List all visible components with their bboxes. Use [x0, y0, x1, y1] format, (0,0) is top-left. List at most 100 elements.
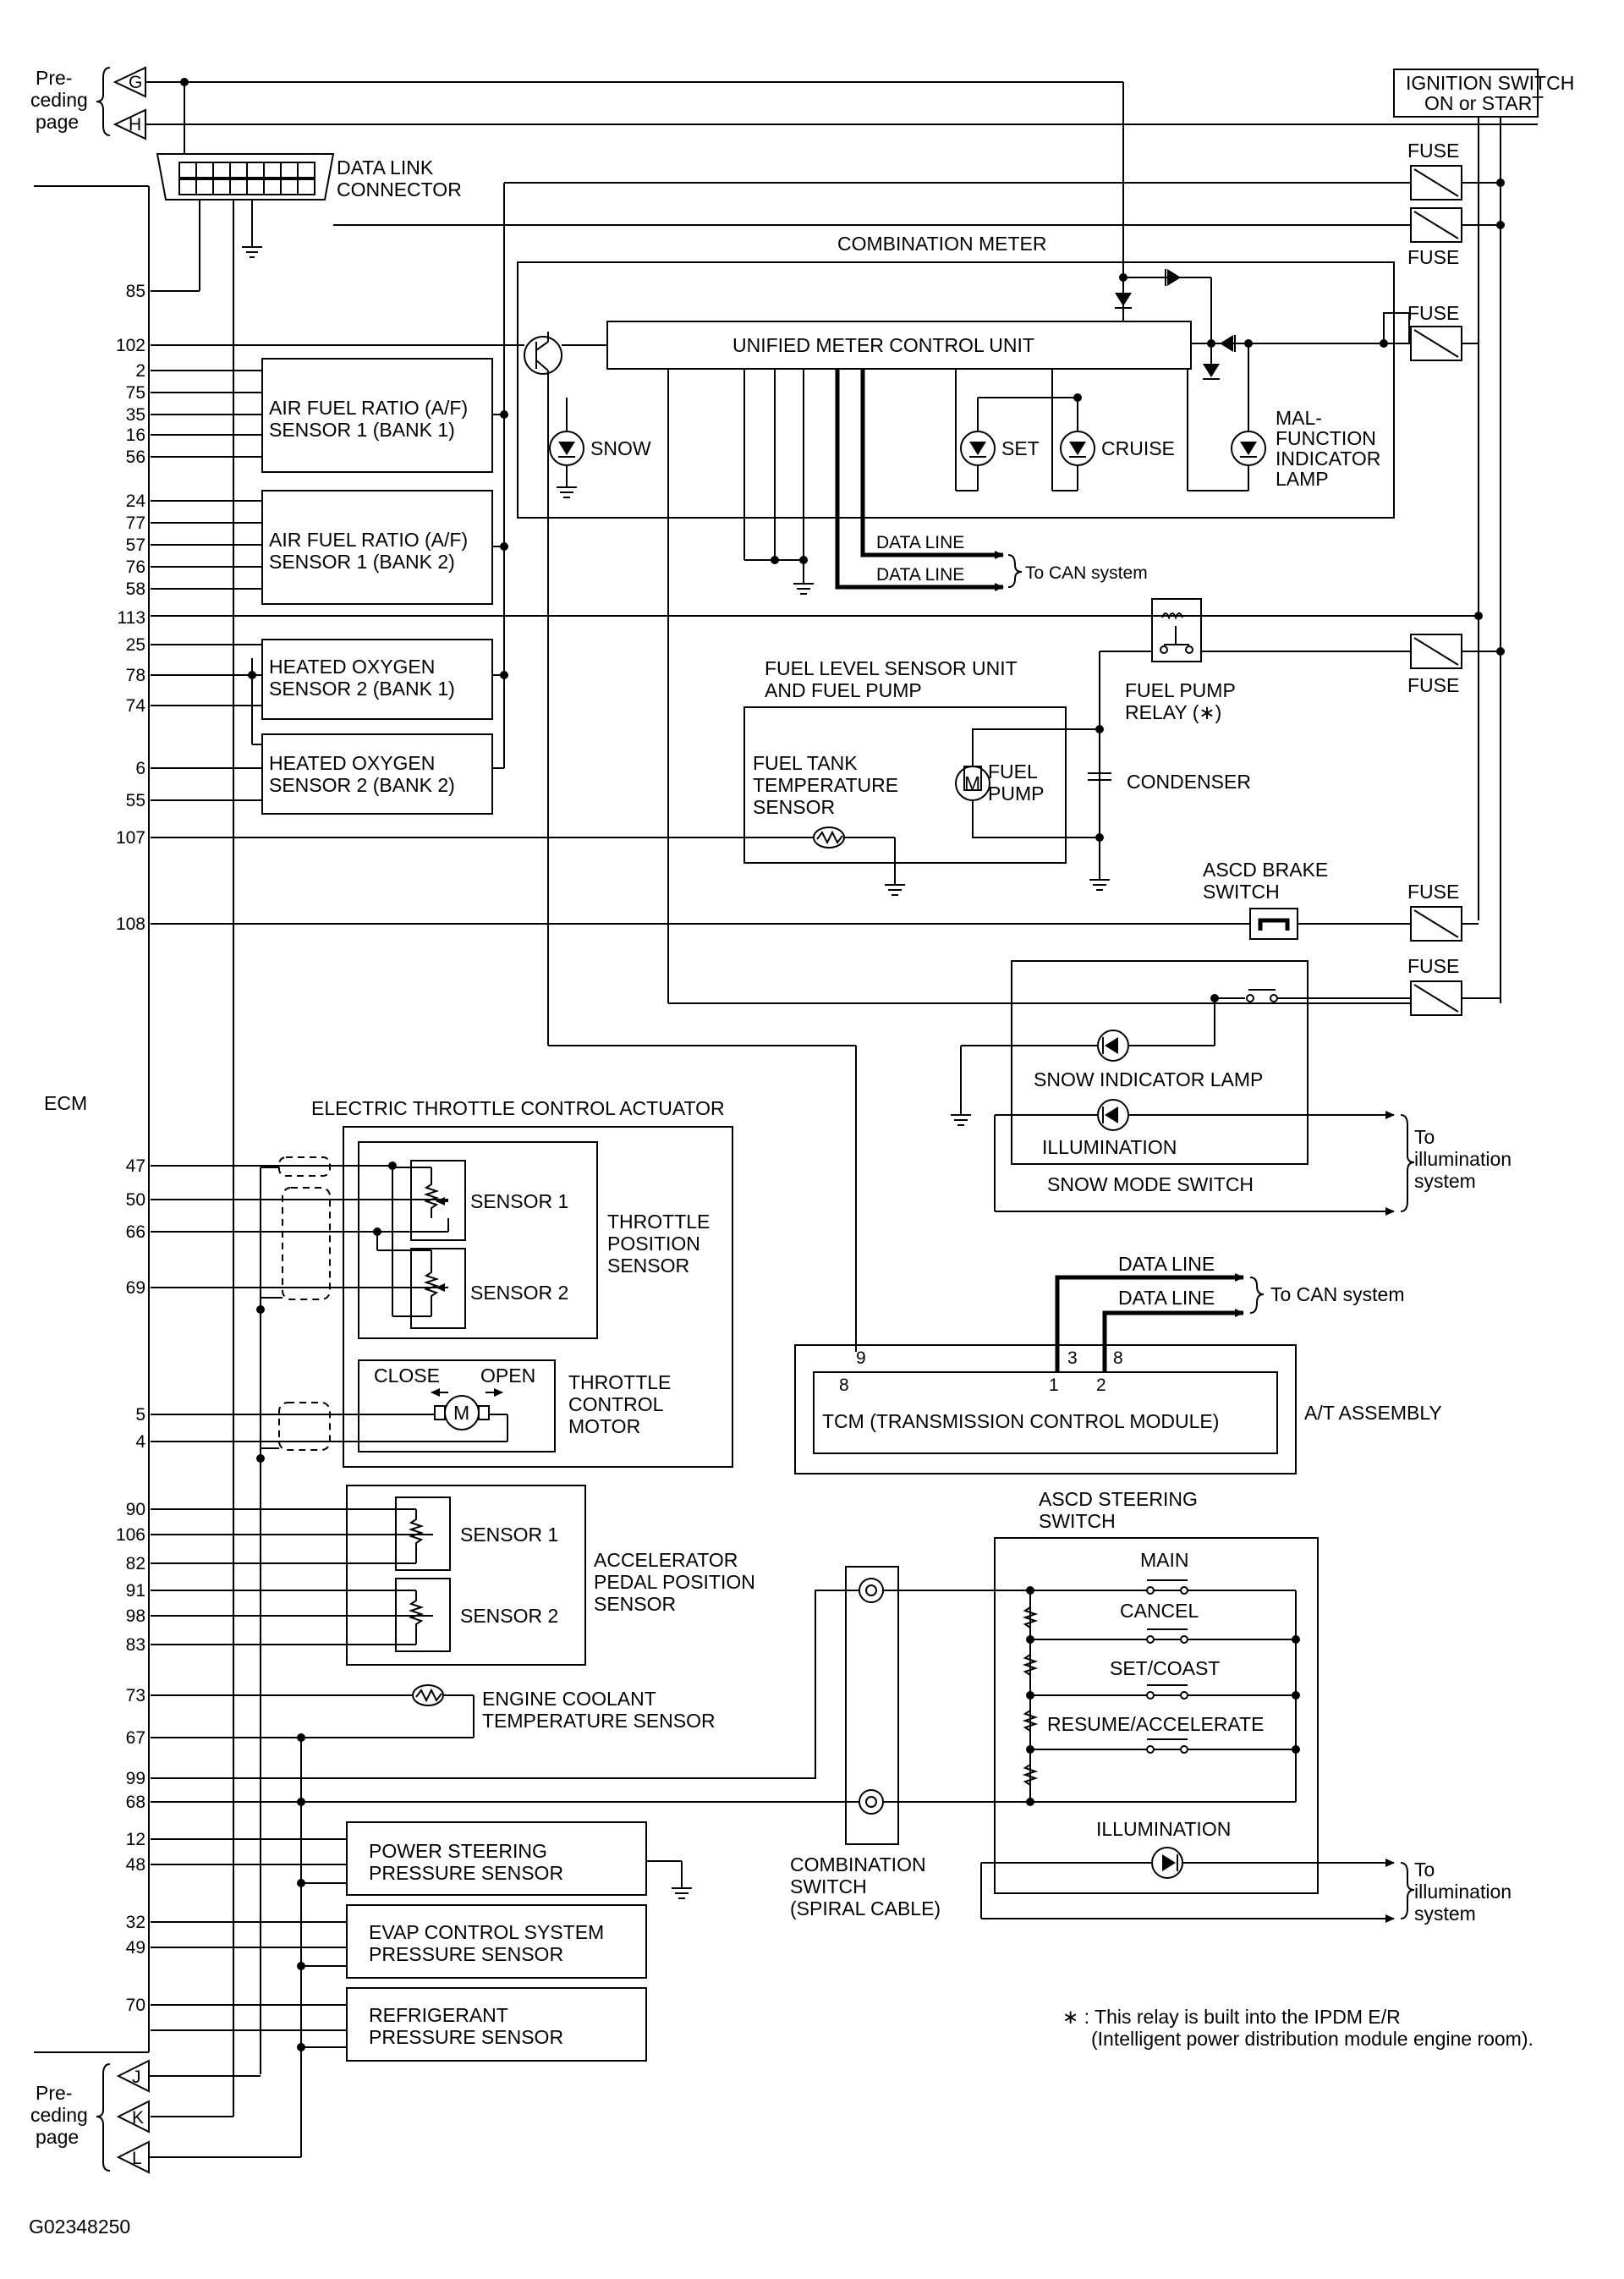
ecm-pin-label: 50: [126, 1190, 145, 1210]
tcm-pin: 8: [1113, 1348, 1123, 1368]
tps-label: POSITION: [607, 1233, 700, 1255]
sensor1-label: SENSOR 1: [470, 1190, 568, 1212]
ignition-label: IGNITION SWITCH: [1406, 72, 1574, 94]
data-link-connector: DATA LINK CONNECTOR: [151, 153, 462, 2117]
fuel-unit-label: AND FUEL PUMP: [765, 679, 922, 701]
ecm-pin-label: 85: [126, 282, 145, 301]
illumination-label: ILLUMINATION: [1042, 1136, 1177, 1158]
ascd-brake-switch: ASCD BRAKE SWITCH: [151, 859, 1411, 940]
switch-terminal: [1180, 1745, 1188, 1754]
preceding-label: ceding: [30, 89, 88, 111]
ecm-pin-label: 70: [126, 1996, 145, 2015]
connector-letter: J: [132, 2068, 141, 2087]
apps-label: SENSOR: [594, 1593, 676, 1615]
fuse-3: FUSE: [1407, 302, 1462, 361]
fuse-4: FUSE: [1407, 634, 1462, 696]
fuel-tank-temp-label: TEMPERATURE: [753, 774, 898, 796]
tps-label: THROTTLE: [607, 1211, 710, 1233]
ascd-brake-label: SWITCH: [1203, 881, 1280, 903]
combination-switch-label: COMBINATION: [790, 1853, 926, 1875]
connector-letter: K: [132, 2108, 144, 2128]
power-supply: IGNITION SWITCH ON or START FUSE FUSE FU…: [151, 69, 1574, 1016]
fuse-label: FUSE: [1407, 674, 1459, 696]
tcm-pin: 8: [839, 1376, 849, 1395]
ecm-pin-label: 78: [126, 666, 145, 685]
illumination-label: ILLUMINATION: [1096, 1818, 1231, 1840]
figure-code: G02348250: [29, 2216, 130, 2238]
ecm-pin-label: 113: [118, 608, 145, 628]
ecm-pin-label: 24: [126, 491, 146, 511]
ecm-pin-label: 66: [126, 1222, 145, 1242]
at-assembly-label: A/T ASSEMBLY: [1304, 1402, 1442, 1424]
ignition-label: ON or START: [1424, 92, 1544, 114]
unified-meter-label: UNIFIED METER CONTROL UNIT: [732, 334, 1034, 356]
ecm-pin-label: 25: [126, 635, 145, 655]
ecm-pin-label: 6: [135, 759, 145, 778]
ecm-pin-label: 82: [126, 1554, 145, 1573]
ect-label: ENGINE COOLANT: [482, 1688, 656, 1710]
ecm-pin-label: 2: [135, 361, 145, 381]
preceding-page-top: Pre- ceding page G H: [30, 66, 146, 140]
spiral-icon: [859, 1789, 884, 1815]
mil-label: MAL-: [1276, 407, 1322, 429]
ho2-sensor-label: SENSOR 2 (BANK 1): [269, 678, 455, 700]
sensor2-label: SENSOR 2: [470, 1282, 568, 1304]
af-sensor-label: SENSOR 1 (BANK 1): [269, 419, 455, 441]
ecm-pin-label: 67: [126, 1728, 145, 1748]
ecm-pin-label: 73: [126, 1686, 145, 1705]
ps-sensor-label: PRESSURE SENSOR: [369, 1862, 563, 1884]
evap-label: EVAP CONTROL SYSTEM: [369, 1921, 604, 1943]
data-link-label: DATA LINK: [337, 157, 434, 178]
to-illumination-label: illumination: [1414, 1881, 1512, 1903]
tcm-pin: 1: [1049, 1376, 1059, 1395]
electric-throttle-actuator: ELECTRIC THROTTLE CONTROL ACTUATOR SENSO…: [149, 1097, 733, 2077]
refrigerant-label: REFRIGERANT: [369, 2004, 508, 2026]
fuse-label: FUSE: [1407, 881, 1459, 903]
preceding-label: page: [36, 111, 79, 133]
to-illumination-label: To: [1414, 1859, 1435, 1881]
preceding-page-bottom: Pre- ceding page J K L: [30, 2059, 150, 2174]
fuel-pump-label: FUEL: [988, 761, 1038, 783]
ecm-pin-label: 48: [126, 1855, 145, 1875]
svg-text:M: M: [453, 1402, 469, 1424]
to-illumination-label: illumination: [1414, 1148, 1512, 1170]
power-steering-sensor: POWER STEERING PRESSURE SENSOR: [151, 1821, 692, 1899]
snow-indicator-label: SNOW INDICATOR LAMP: [1034, 1068, 1263, 1090]
data-line-label: DATA LINE: [876, 565, 964, 585]
fuel-tank-temp-label: SENSOR: [753, 796, 835, 818]
ecm-pin-label: 74: [126, 696, 146, 716]
resume-switch-label: RESUME/ACCELERATE: [1047, 1713, 1264, 1735]
ecm-pin-label: 55: [126, 791, 145, 810]
ecm-pin-label: 57: [126, 535, 145, 555]
ps-sensor-label: POWER STEERING: [369, 1840, 547, 1862]
tps-label: SENSOR: [607, 1255, 689, 1277]
fuse-label: FUSE: [1407, 246, 1459, 268]
ecm-pin-label: 107: [116, 828, 145, 848]
throttle-motor-icon: [444, 1395, 480, 1431]
condenser-label: CONDENSER: [1127, 771, 1251, 793]
combination-switch-label: SWITCH: [790, 1875, 867, 1897]
tcm-motor-label: MOTOR: [568, 1415, 640, 1437]
tcm-pin: 3: [1067, 1348, 1078, 1368]
data-line-label: DATA LINE: [1118, 1287, 1215, 1309]
ascd-steering-label: ASCD STEERING: [1039, 1488, 1198, 1510]
tcm-motor-label: CONTROL: [568, 1393, 664, 1415]
ecm-pin-list: 8510227535165624775776581132578746551071…: [116, 282, 262, 2015]
fuel-unit-label: FUEL LEVEL SENSOR UNIT: [765, 657, 1018, 679]
ecm-pin-label: 49: [126, 1938, 145, 1958]
fuse-label: FUSE: [1407, 302, 1459, 324]
ignition-switch: [1393, 69, 1539, 118]
ecm-pin-label: 77: [126, 513, 145, 533]
tcm-pin: 2: [1096, 1376, 1106, 1395]
fuse-label: FUSE: [1407, 955, 1459, 977]
ho2-sensor-bank1: HEATED OXYGEN SENSOR 2 (BANK 1): [261, 639, 493, 720]
svg-text:M: M: [964, 772, 980, 794]
fuse-label: FUSE: [1407, 140, 1459, 162]
preceding-label: page: [36, 2126, 79, 2148]
ecm-pin-label: 4: [135, 1432, 145, 1452]
ho2-sensor-label: HEATED OXYGEN: [269, 752, 435, 774]
ecm-label: ECM: [44, 1092, 87, 1114]
ecm-pin-label: 102: [116, 336, 145, 355]
ecm-pin-label: 91: [126, 1581, 145, 1601]
